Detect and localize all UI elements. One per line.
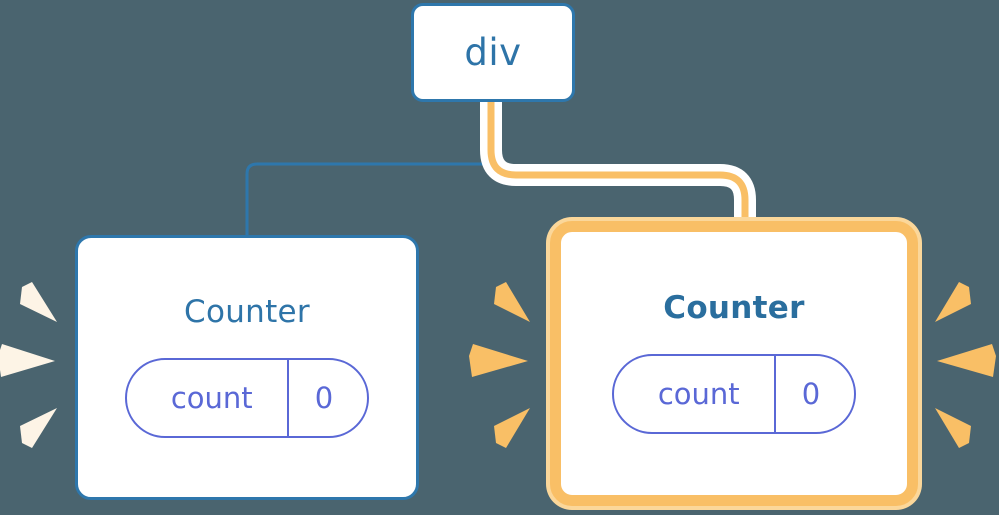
- connector-div-to-right-counter-casing: [480, 101, 756, 232]
- prop-key: count: [170, 380, 253, 415]
- node-counter-left-title: Counter: [184, 294, 310, 330]
- sparkle-ray-icon: [937, 344, 996, 377]
- node-counter-right[interactable]: Counter count 0: [546, 217, 922, 510]
- sparkle-burst-left-outer: [0, 280, 66, 450]
- node-counter-right-title: Counter: [663, 290, 805, 326]
- prop-value: 0: [286, 360, 367, 436]
- prop-value: 0: [773, 356, 854, 432]
- node-counter-right-highlight-ring: Counter count 0: [550, 221, 918, 506]
- node-counter-left[interactable]: Counter count 0: [75, 235, 419, 500]
- sparkle-ray-icon: [494, 282, 530, 322]
- sparkle-ray-icon: [935, 408, 971, 448]
- sparkle-burst-middle: [466, 280, 536, 450]
- prop-pill-count-left[interactable]: count 0: [124, 358, 370, 438]
- connector-div-to-left-counter: [245, 101, 495, 236]
- sparkle-ray-icon: [935, 282, 971, 322]
- prop-pill-count-right[interactable]: count 0: [611, 354, 857, 434]
- sparkle-ray-icon: [494, 408, 530, 448]
- node-div-label: div: [464, 31, 522, 74]
- node-div[interactable]: div: [411, 3, 575, 102]
- sparkle-ray-icon: [0, 344, 55, 377]
- sparkle-ray-icon: [20, 282, 57, 322]
- prop-key: count: [657, 376, 740, 411]
- sparkle-ray-icon: [20, 408, 57, 448]
- sparkle-ray-icon: [469, 344, 528, 377]
- connector-div-to-right-counter: [487, 101, 749, 232]
- sparkle-burst-right: [929, 280, 999, 450]
